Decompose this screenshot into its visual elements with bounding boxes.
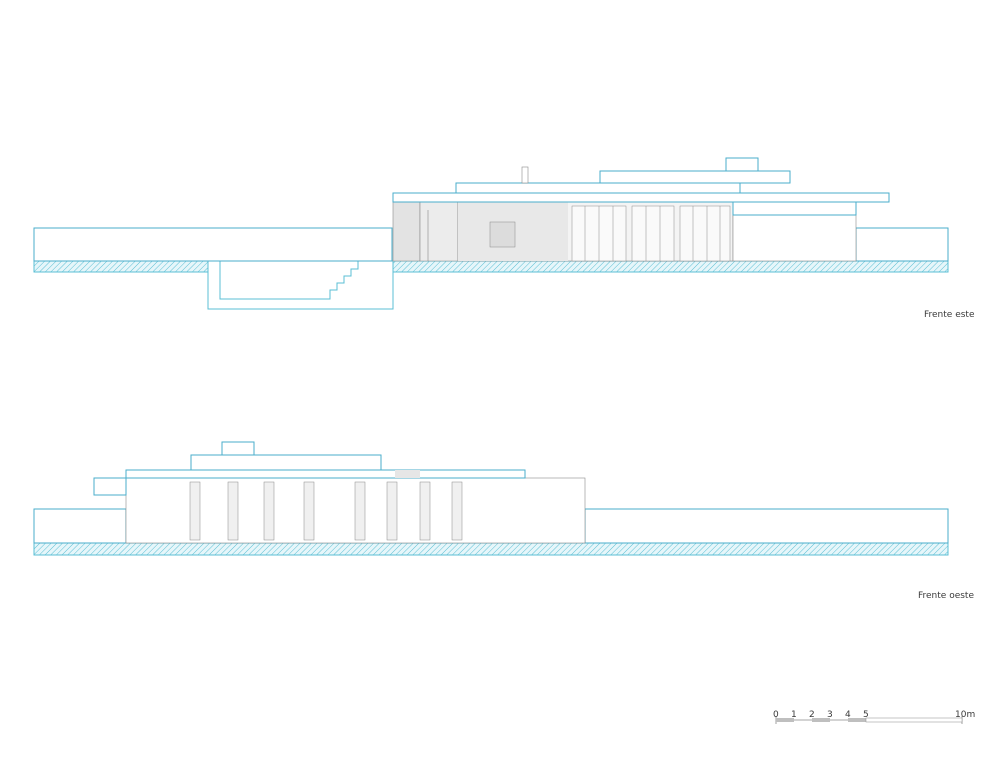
scale-tick: 5: [863, 710, 869, 720]
scale-tick: 4: [845, 710, 851, 720]
east-shaded-volume: [392, 194, 421, 262]
west-ground-section: [33, 542, 949, 556]
east-elevation-title: Frente este: [924, 310, 975, 320]
scale-tick: 0: [773, 710, 779, 720]
east-roof-upper: [599, 170, 791, 184]
east-door: [489, 221, 516, 248]
east-right-wall: [855, 227, 949, 262]
scale-tick: 1: [791, 710, 797, 720]
scale-bar-ticks: 0 1 2 3 4 5 10m: [773, 710, 975, 720]
east-right-wing: [732, 214, 857, 262]
west-left-wing: [93, 477, 127, 496]
east-glazing: [571, 205, 731, 262]
scale-tick: 10m: [955, 710, 975, 720]
east-shaded-portico: [419, 199, 459, 262]
east-left-wall: [33, 227, 393, 262]
west-roof-cap: [221, 441, 255, 456]
scale-bar: [775, 716, 963, 724]
east-chimney: [521, 166, 529, 184]
west-roof-shade: [395, 470, 420, 478]
west-elevation: [33, 441, 949, 556]
east-roof-wing: [732, 201, 857, 216]
west-left-wall: [33, 508, 127, 544]
east-roof-cap: [725, 157, 759, 172]
east-elevation: [33, 157, 949, 310]
east-roof-slab: [392, 192, 890, 203]
west-roof-slab: [125, 469, 526, 479]
west-elevation-title: Frente oeste: [918, 591, 974, 601]
east-roof-main: [455, 182, 741, 194]
west-right-wall: [584, 508, 949, 544]
east-pool-cavity: [219, 260, 359, 300]
scale-tick: 2: [809, 710, 815, 720]
west-slot-windows: [189, 481, 463, 541]
scale-tick: 3: [827, 710, 833, 720]
east-ground-section: [33, 260, 949, 310]
west-roof-upper: [190, 454, 382, 471]
